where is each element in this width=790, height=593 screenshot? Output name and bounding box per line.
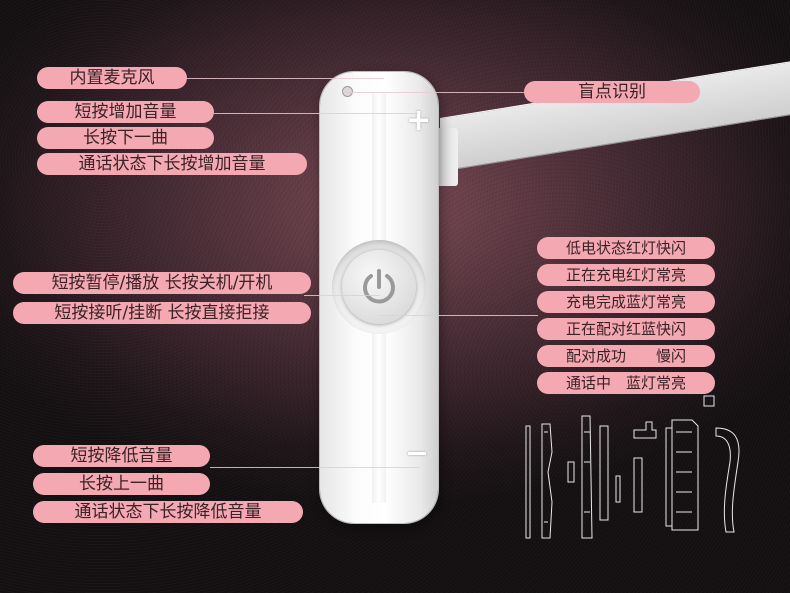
label-plus-long: 长按下一曲 [37,127,214,149]
leader-line-power-2 [380,315,538,316]
label-blind-dot: 盲点识别 [524,81,700,103]
label-minus-long: 长按上一曲 [33,473,210,495]
leader-line-minus [210,467,420,468]
label-minus-short: 短按降低音量 [33,445,210,467]
led-status-2: 充电完成蓝灯常亮 [537,291,715,313]
led-status-1: 正在充电红灯常亮 [537,264,715,286]
leader-line-blind-dot [346,92,526,93]
remote-device: + [320,72,438,523]
label-power-1: 短按暂停/播放 长按关机/开机 [13,272,311,294]
label-plus-call: 通话状态下长按增加音量 [37,153,307,175]
leader-line-power-1 [304,295,380,296]
microphone-hole-icon [342,86,353,97]
led-status-4: 配对成功 慢闪 [537,345,715,367]
minus-icon[interactable] [408,452,426,455]
power-icon [363,269,395,304]
label-minus-call: 通话状态下长按降低音量 [33,501,303,523]
label-plus-short: 短按增加音量 [37,101,214,123]
exploded-parts-diagram [525,395,740,539]
led-status-0: 低电状态红灯快闪 [537,237,715,259]
strap [440,59,790,173]
leader-line-mic [186,78,384,79]
led-status-5: 通话中 蓝灯常亮 [537,372,715,394]
leader-line-plus [214,113,418,114]
led-status-3: 正在配对红蓝快闪 [537,318,715,340]
label-power-2: 短按接听/挂断 长按直接拒接 [13,302,311,324]
plus-icon[interactable]: + [406,103,432,138]
label-microphone: 内置麦克风 [37,67,187,89]
